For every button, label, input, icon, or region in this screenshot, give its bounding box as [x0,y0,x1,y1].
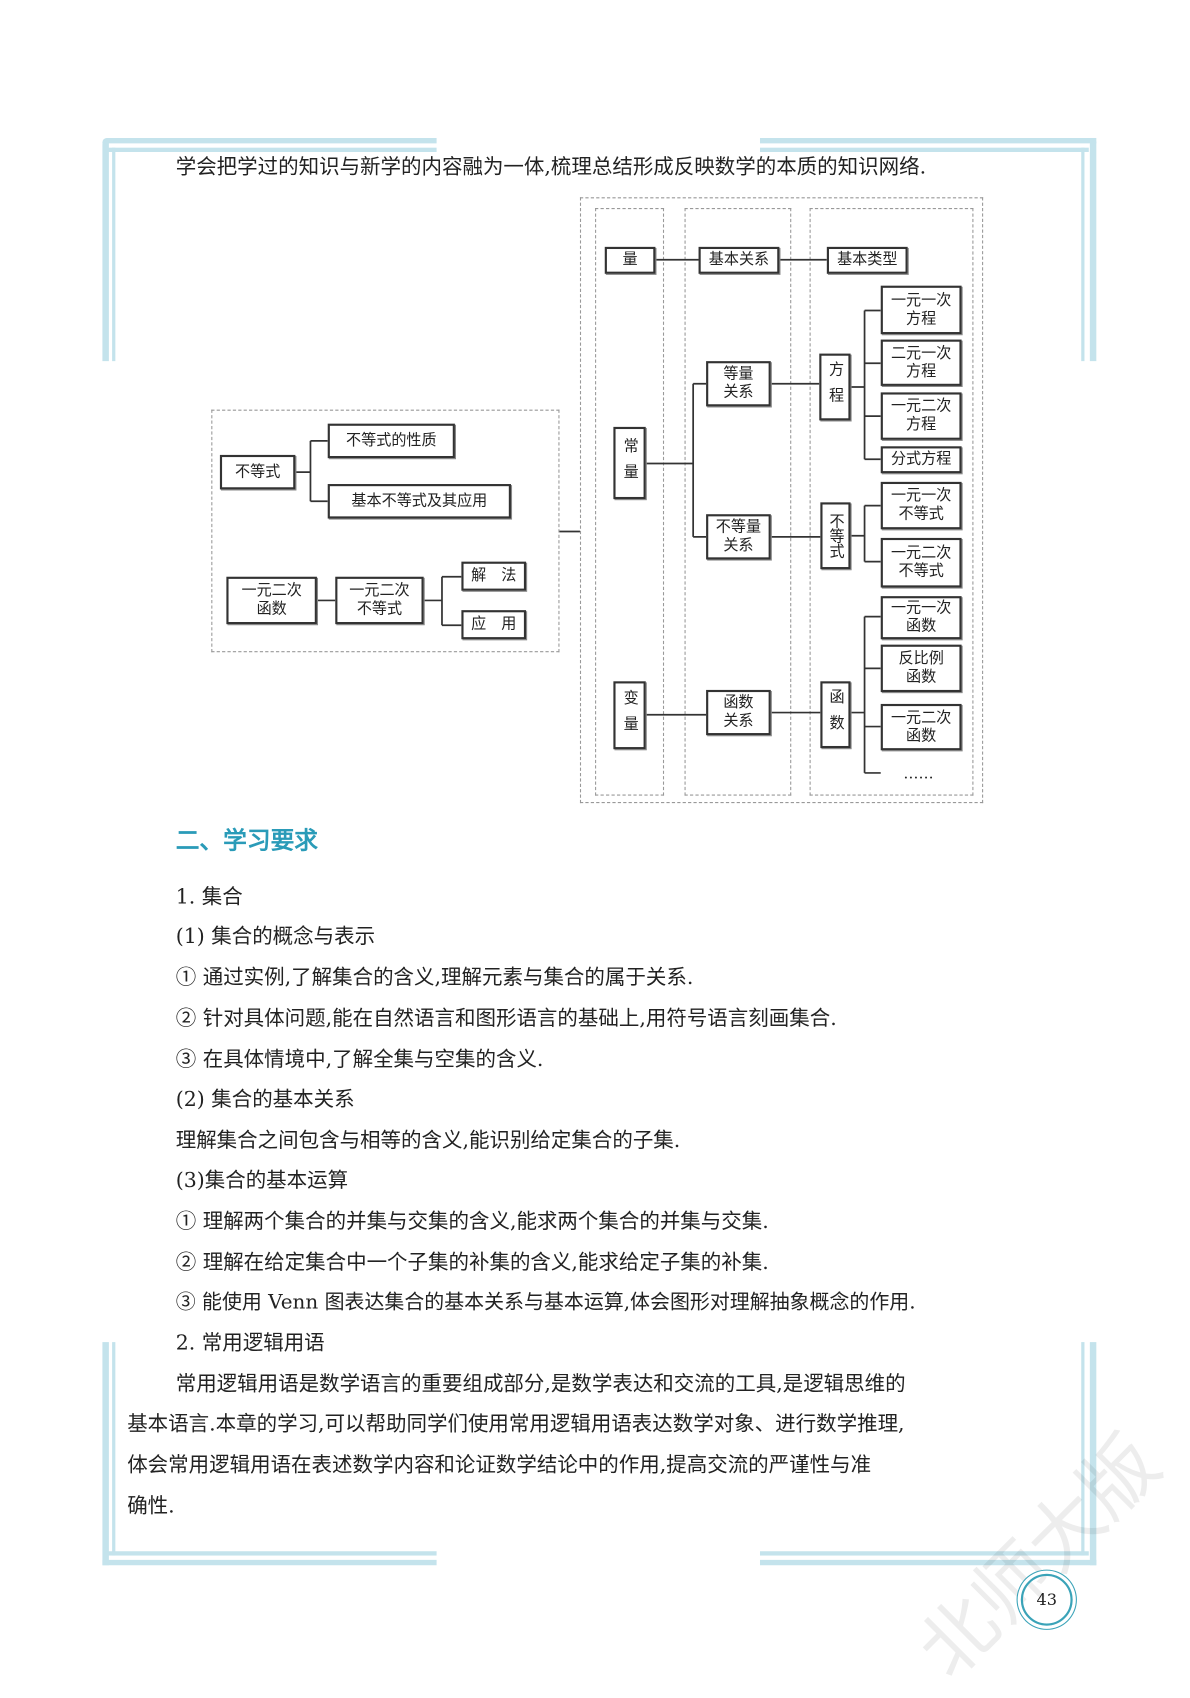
paragraph-line: 体会常用逻辑用语在表述数学内容和论证数学结论中的作用,提高交流的严谨性与准 [127,1453,872,1477]
node-variable: 变量 [613,681,646,750]
column-type [809,208,974,796]
list-item: (2) 集合的基本关系 [175,1087,355,1112]
page-number: 43 [1020,1573,1073,1626]
node-linear-equation-one-var: 一元一次方程 [880,285,962,335]
list-item: 2. 常用逻辑用语 [175,1331,325,1356]
list-item: ① 理解两个集合的并集与交集的含义,能求两个集合的并集与交集. [175,1209,769,1234]
node-linear-equation-two-var: 二元一次方程 [880,339,962,386]
node-linear-inequality: 一元一次不等式 [880,481,962,530]
node-equation: 方程 [819,353,851,421]
node-constant: 常量 [613,426,646,500]
node-unequal-relation: 不等量关系 [706,514,771,560]
node-quadratic-inequality: 一元二次不等式 [880,537,962,588]
node-quadratic-function: 一元二次函数 [880,703,962,751]
node-linear-function: 一元一次函数 [880,596,962,640]
node-solution-method: 解 法 [461,561,527,591]
node-fractional-equation: 分式方程 [880,446,962,474]
paragraph-line: 常用逻辑用语是数学语言的重要组成部分,是数学表达和交流的工具,是逻辑思维的 [175,1372,906,1397]
paragraph-line: 基本语言.本章的学习,可以帮助同学们使用常用逻辑用语表达数学对象、进行数学推理, [127,1412,905,1436]
node-function: 函数 [820,681,851,749]
intro-text: 学会把学过的知识与新学的内容融为一体,梳理总结形成反映数学的本质的知识网络. [175,155,927,179]
list-item: ② 针对具体问题,能在自然语言和图形语言的基础上,用符号语言刻画集合. [175,1006,837,1031]
node-left-quadratic-function: 一元二次函数 [226,576,317,625]
node-inequality-properties: 不等式的性质 [327,423,455,459]
column-quantity [595,208,665,796]
list-item: ③ 在具体情境中,了解全集与空集的含义. [175,1047,544,1072]
node-function-relation: 函数关系 [706,689,771,736]
list-item: ① 通过实例,了解集合的含义,理解元素与集合的属于关系. [175,965,694,990]
outer-dashed-frame [579,197,984,804]
node-basic-type: 基本类型 [826,246,908,274]
node-inequality: 不等式 [820,502,851,570]
section-heading: 二、学习要求 [175,827,319,855]
node-left-inequality: 不等式 [219,454,296,490]
node-quantity: 量 [604,246,656,274]
node-basic-relation: 基本关系 [698,246,780,274]
node-left-quadratic-inequality: 一元二次不等式 [335,576,424,625]
list-item: ③ 能使用 Venn 图表达集合的基本关系与基本运算,体会图形对理解抽象概念的作… [175,1291,916,1315]
list-item: ② 理解在给定集合中一个子集的补集的含义,能求给定子集的补集. [175,1250,769,1275]
node-basic-inequality: 基本不等式及其应用 [327,484,511,519]
list-item: (1) 集合的概念与表示 [175,924,376,949]
node-ellipsis: …… [903,765,934,783]
paragraph-line: 确性. [127,1494,175,1518]
node-quadratic-equation: 一元二次方程 [880,392,962,440]
list-item: (3)集合的基本运算 [175,1168,349,1193]
node-application: 应 用 [461,610,527,640]
list-item: 理解集合之间包含与相等的含义,能识别给定集合的子集. [175,1128,681,1153]
list-item: 1. 集合 [175,885,243,909]
node-equal-relation: 等量关系 [706,361,771,407]
node-inverse-function: 反比例函数 [880,644,962,693]
left-dashed-frame [211,409,560,653]
column-relation [684,208,792,796]
